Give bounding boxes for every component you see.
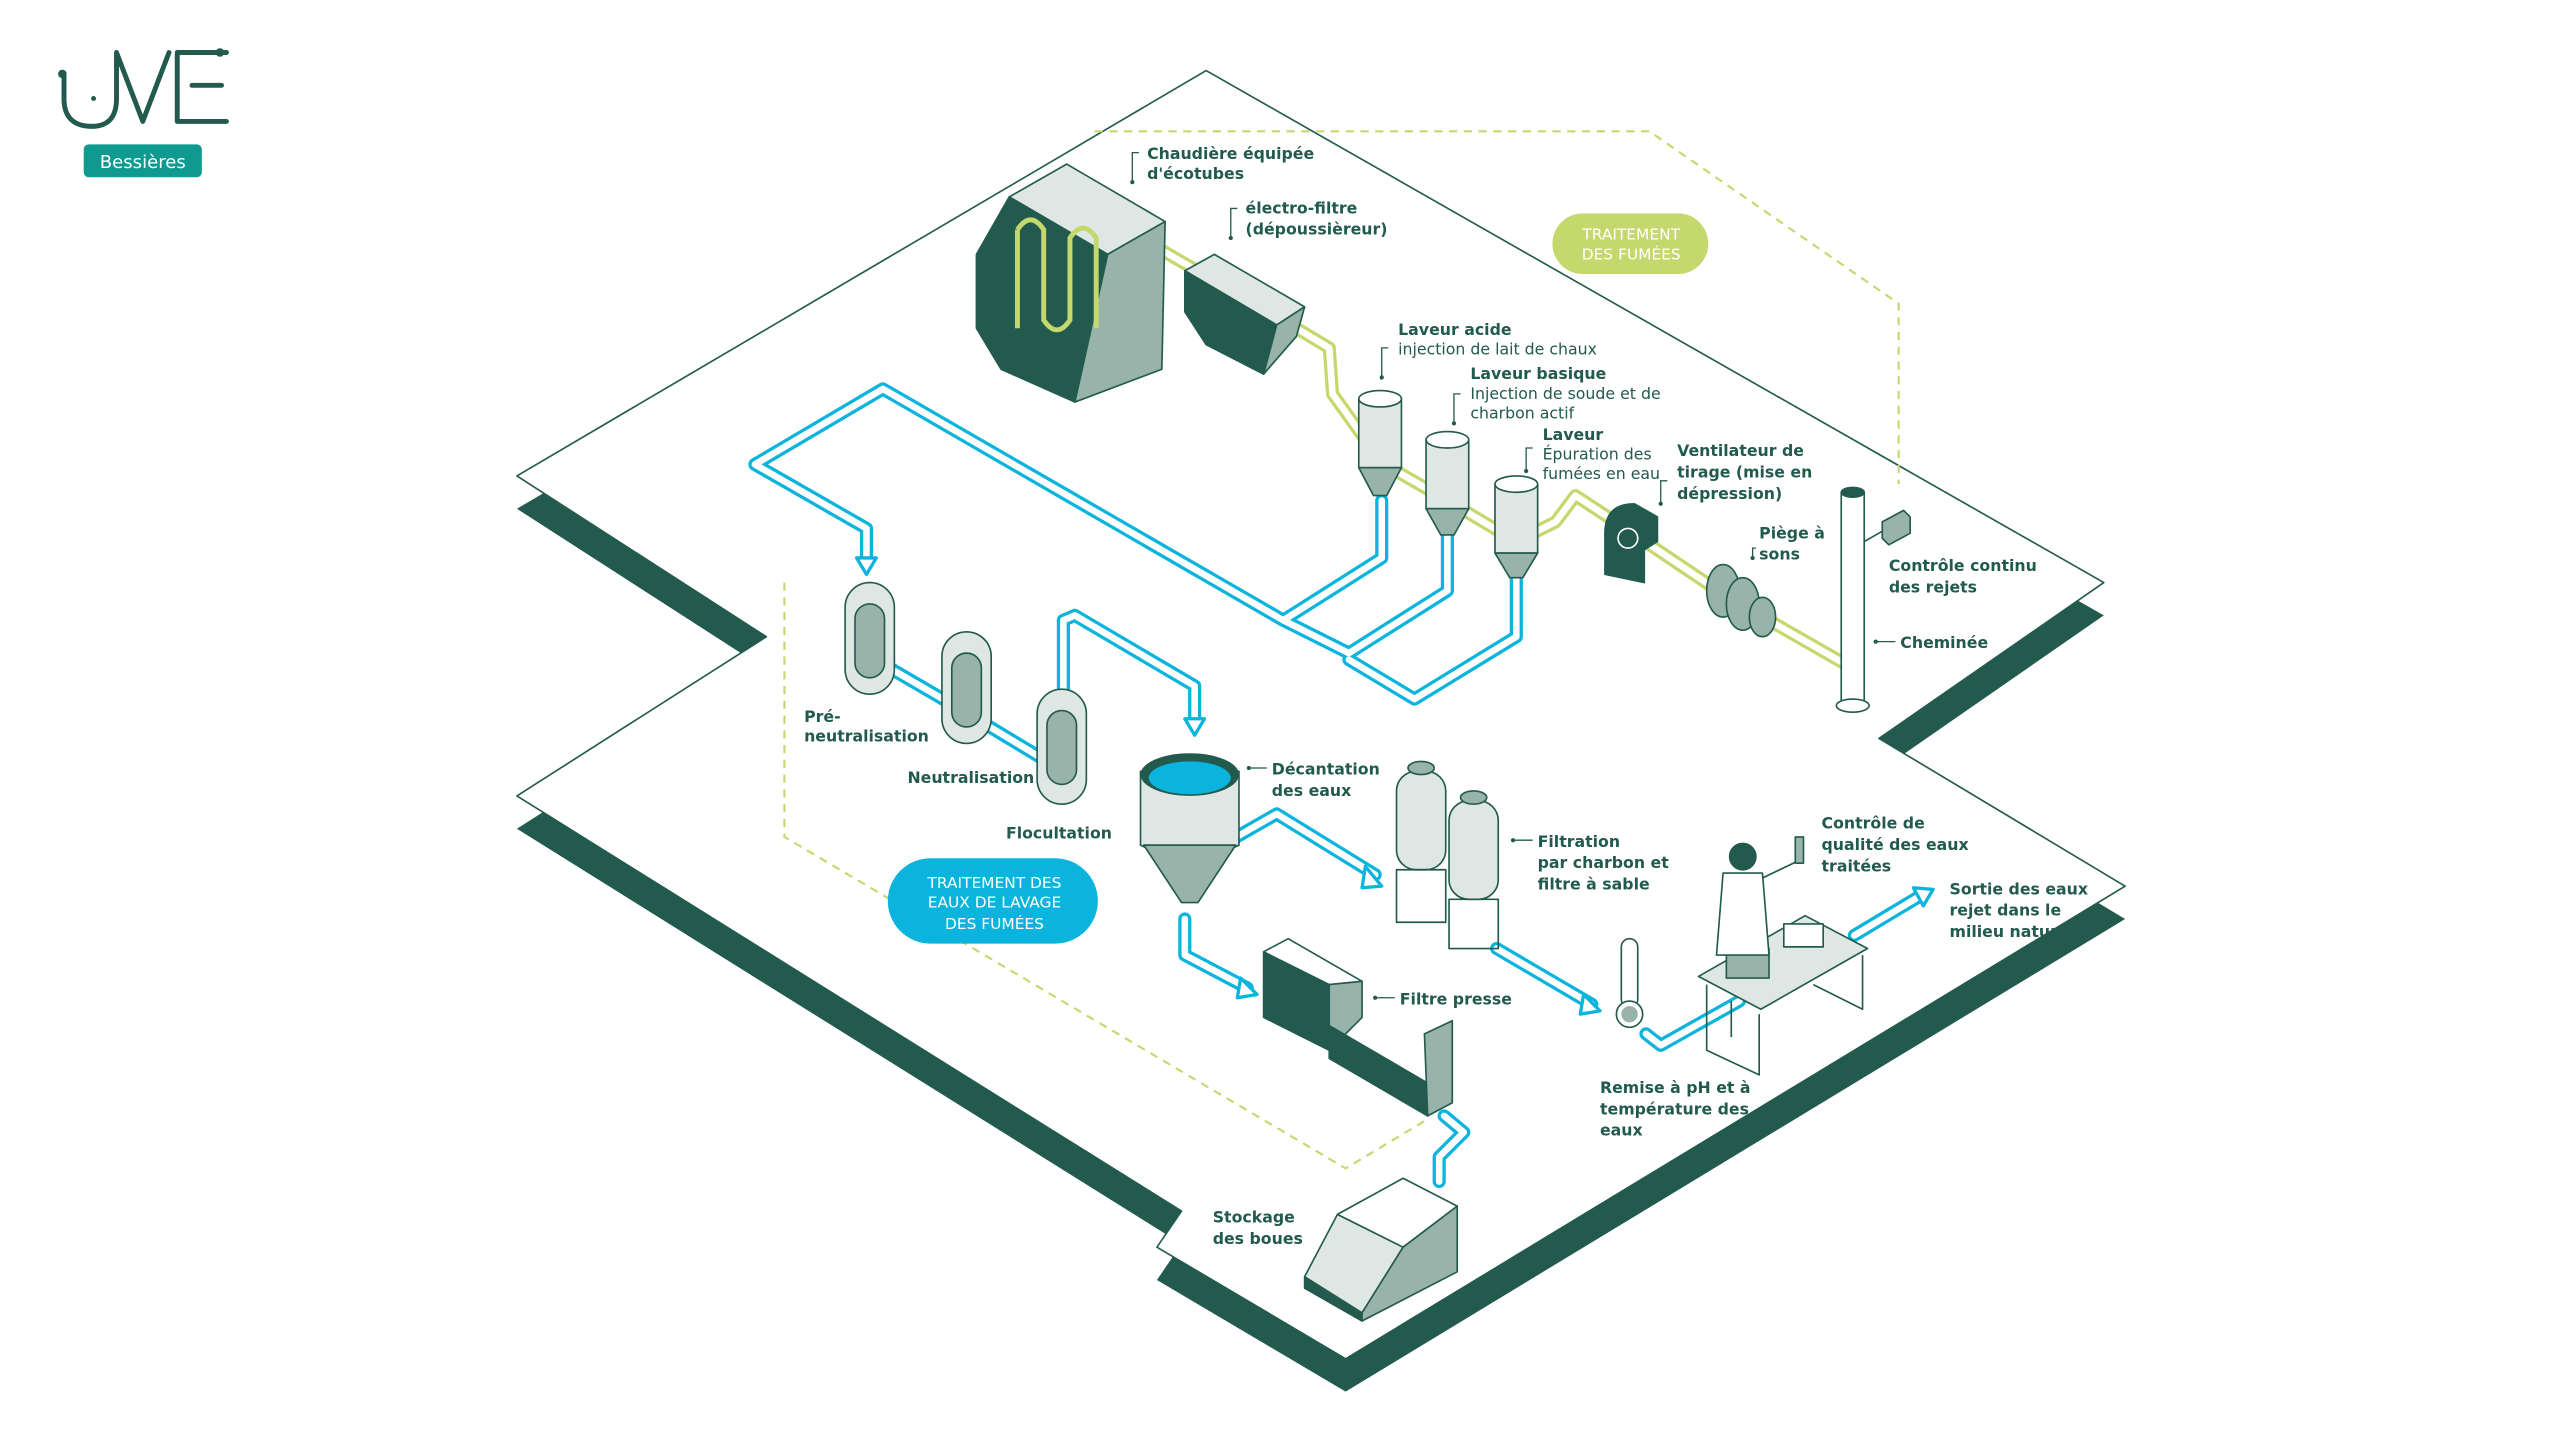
arrow-icon [1235, 976, 1259, 1000]
site-name-badge: Bessières [100, 152, 186, 173]
electro-filter [1183, 253, 1306, 375]
label-flocculation: Flocultation [1006, 824, 1112, 843]
uve-logo: Bessières [58, 48, 229, 178]
sludge-storage [1303, 1177, 1459, 1322]
lab-technician [1715, 836, 1805, 1038]
water-pipes [748, 382, 1935, 1189]
thermometer [1615, 937, 1644, 1029]
label-chimney: Cheminée [1900, 633, 1988, 652]
water-zone-outline [783, 582, 1429, 1170]
filtration-units [1395, 760, 1500, 950]
draft-fan [1604, 502, 1659, 584]
label-neutralisation: Neutralisation [907, 768, 1034, 787]
label-pre-neutralisation: Pré-neutralisation [804, 707, 929, 746]
chimney [1835, 486, 1911, 714]
neutralisation-tanks [844, 581, 1088, 805]
platform [516, 69, 2126, 1392]
decantation-tank [1139, 753, 1240, 904]
arrow-icon [1360, 864, 1384, 890]
filter-press [1262, 937, 1454, 1117]
boiler [975, 163, 1166, 403]
arrow-icon [1911, 886, 1935, 908]
sound-trap [1705, 563, 1777, 638]
arrow-icon [854, 556, 878, 576]
scrubbers [1357, 389, 1539, 579]
label-filter-press: Filtre presse [1400, 989, 1512, 1008]
fumes-zone-outline [1094, 130, 1900, 485]
arrow-icon [1183, 717, 1207, 737]
label-electrofilter: électro-filtre(dépoussièreur) [1246, 198, 1388, 238]
arrow-icon [1578, 992, 1602, 1016]
